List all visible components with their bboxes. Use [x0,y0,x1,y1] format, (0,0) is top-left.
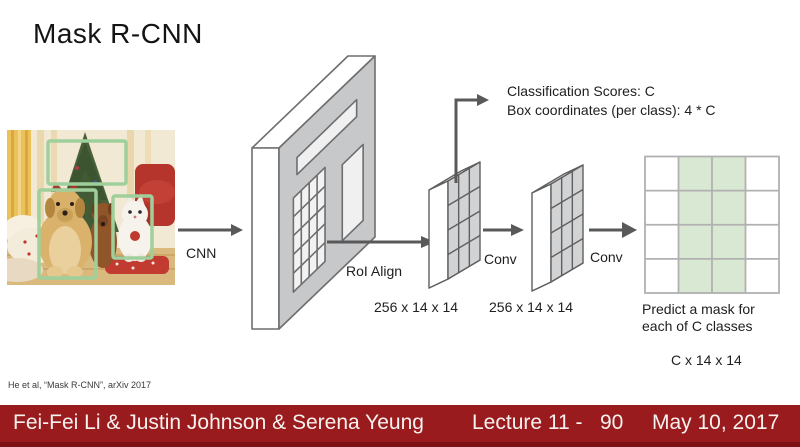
classification-scores-line: Classification Scores: C [507,83,655,99]
slide-title: Mask R-CNN [33,18,203,49]
golden-dog [38,182,92,278]
mask-caption: Predict a mask for each of C classes [642,301,755,335]
footer-slide-number: 90 [600,411,624,434]
feature-dims-2: 256 x 14 x 14 [489,299,574,315]
architecture-diagram [178,55,780,330]
conv-feature-map-2 [531,164,584,292]
mask-caption-line2: each of C classes [642,318,753,334]
footer-date: May 10, 2017 [652,411,780,434]
roi-align-arrow-icon [327,236,435,248]
white-cat [118,194,152,262]
cnn-label: CNN [186,245,217,261]
bounding-box-tree [46,139,128,186]
conv-arrow-2-icon [589,222,637,238]
classification-head-text: Classification Scores: C Box coordinates… [507,82,716,120]
classification-arrow-icon [454,94,489,183]
feature-dims-1: 256 x 14 x 14 [374,299,459,315]
input-image [7,130,175,285]
mask-grid [644,155,780,294]
feature-map-3d [251,55,376,330]
footer-authors: Fei-Fei Li & Justin Johnson & Serena Yeu… [13,411,424,434]
conv1-label: Conv [484,251,517,267]
region-proposal-band [297,100,357,175]
footer-lecture: Lecture 11 - [472,411,583,434]
region-proposal-small [342,144,363,240]
conv2-label: Conv [590,249,623,265]
red-mat [105,256,169,274]
bounding-box-cat [111,194,154,260]
box-coordinates-line: Box coordinates (per class): 4 * C [507,102,716,118]
citation: He et al, “Mask R-CNN”, arXiv 2017 [8,380,152,390]
conv-arrow-1-icon [483,224,524,236]
bounding-box-dog [37,188,98,280]
mask-dims: C x 14 x 14 [671,352,742,368]
roi-grid [293,167,325,292]
roi-align-label: RoI Align [346,263,403,279]
cnn-arrow-icon [178,224,243,236]
footer-bar: Fei-Fei Li & Justin Johnson & Serena Yeu… [0,405,800,447]
mask-caption-line1: Predict a mask for [642,301,755,317]
